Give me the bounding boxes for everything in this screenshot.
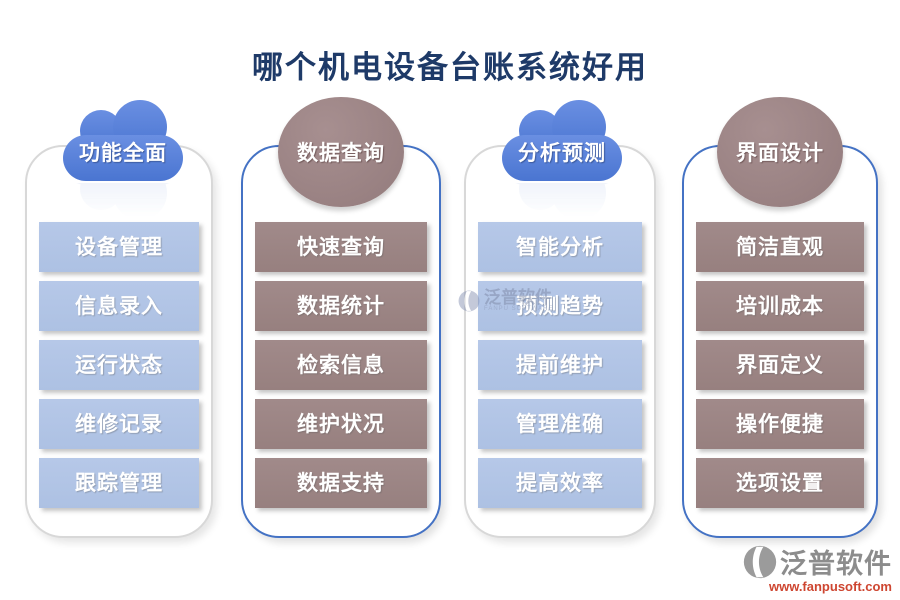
list-item: 界面定义 <box>696 340 864 390</box>
fanpu-watermark-icon <box>458 290 480 311</box>
list-item: 简洁直观 <box>696 222 864 272</box>
data-query-items: 快速查询 数据统计 检索信息 维护状况 数据支持 <box>243 222 439 517</box>
list-item: 快速查询 <box>255 222 427 272</box>
column-header-label: 界面设计 <box>736 141 824 165</box>
list-item: 检索信息 <box>255 340 427 390</box>
panel-features: 功能全面 设备管理 信息录入 运行状态 维修记录 跟踪管理 <box>25 100 213 538</box>
watermark-name: 泛普软件 <box>484 288 552 307</box>
watermark-subtitle: FANPU SOFTWARE <box>484 306 554 312</box>
page-title: 哪个机电设备台账系统好用 <box>252 50 648 85</box>
fanpu-logo-icon <box>743 545 777 578</box>
list-item: 提前维护 <box>478 340 642 390</box>
ui-design-circle-header: 界面设计 <box>717 97 843 207</box>
column-header-label: 功能全面 <box>79 141 167 165</box>
cloud-icon <box>502 100 622 181</box>
column-header-label: 数据查询 <box>297 141 385 165</box>
list-item: 提高效率 <box>478 458 642 508</box>
list-item: 管理准确 <box>478 399 642 449</box>
ui-design-items: 简洁直观 培训成本 界面定义 操作便捷 选项设置 <box>684 222 876 517</box>
list-item: 数据统计 <box>255 281 427 331</box>
watermark-texts: 泛普软件 FANPU SOFTWARE <box>484 289 553 312</box>
list-item: 跟踪管理 <box>39 458 199 508</box>
fanpu-logo-url: www.fanpusoft.com <box>768 579 892 594</box>
list-item: 操作便捷 <box>696 399 864 449</box>
list-item: 设备管理 <box>39 222 199 272</box>
list-item: 维护状况 <box>255 399 427 449</box>
list-item: 培训成本 <box>696 281 864 331</box>
list-item: 智能分析 <box>478 222 642 272</box>
panel-data-query: 数据查询 快速查询 数据统计 检索信息 维护状况 数据支持 <box>241 97 441 538</box>
panel-analysis: 分析预测 智能分析 预测趋势 提前维护 管理准确 提高效率 <box>464 100 656 538</box>
list-item: 数据支持 <box>255 458 427 508</box>
analysis-items: 智能分析 预测趋势 提前维护 管理准确 提高效率 <box>466 222 654 517</box>
list-item: 预测趋势 <box>478 281 642 331</box>
panel-ui-design: 界面设计 简洁直观 培训成本 界面定义 操作便捷 选项设置 <box>682 97 878 538</box>
fanpu-logo: 泛普软件 www.fanpusoft.com <box>732 542 892 594</box>
fanpu-watermark: 泛普软件 FANPU SOFTWARE <box>458 289 553 312</box>
features-cloud-header: 功能全面 <box>61 95 185 220</box>
features-items: 设备管理 信息录入 运行状态 维修记录 跟踪管理 <box>27 222 211 517</box>
cloud-reflection <box>61 183 185 225</box>
cloud-reflection <box>500 183 624 225</box>
column-header-label: 分析预测 <box>518 141 606 165</box>
cloud-icon <box>63 100 183 181</box>
data-query-circle-header: 数据查询 <box>278 97 404 207</box>
list-item: 维修记录 <box>39 399 199 449</box>
fanpu-logo-name: 泛普软件 <box>780 549 892 579</box>
list-item: 运行状态 <box>39 340 199 390</box>
list-item: 选项设置 <box>696 458 864 508</box>
analysis-cloud-header: 分析预测 <box>500 95 624 220</box>
list-item: 信息录入 <box>39 281 199 331</box>
fanpu-logo-row: 泛普软件 <box>732 542 892 581</box>
